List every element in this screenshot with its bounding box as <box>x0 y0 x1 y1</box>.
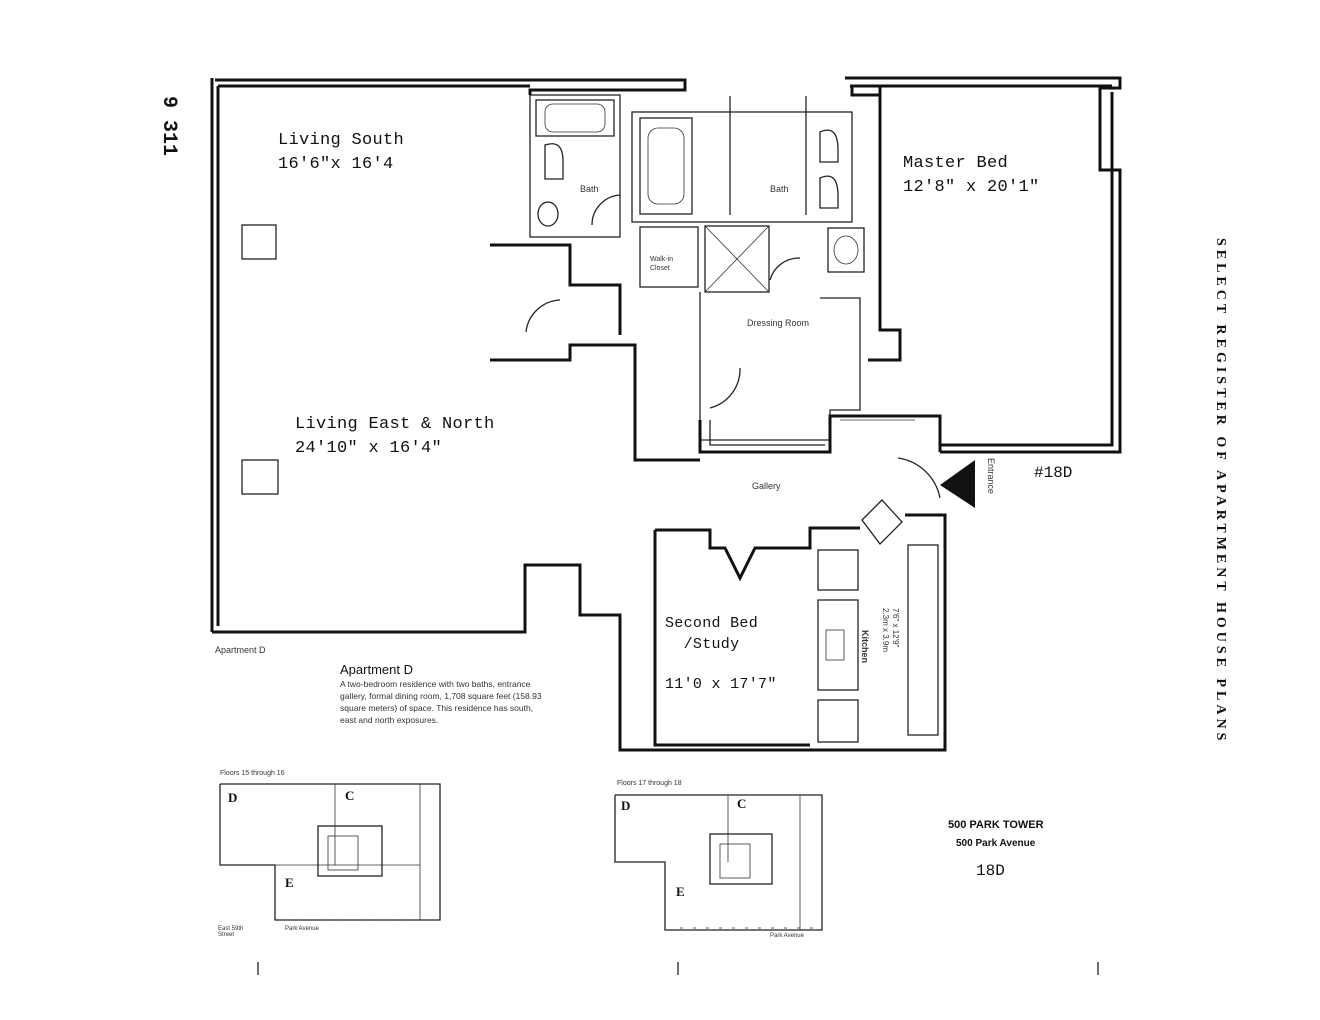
apt-desc-text: A two-bedroom residence with two baths, … <box>340 679 542 725</box>
exterior-walls <box>210 76 1122 668</box>
master-bed-dim: 12'8" x 20'1" <box>903 178 1040 197</box>
bath-2-label: Bath <box>770 184 789 194</box>
apartment-caption: Apartment D <box>215 645 266 655</box>
building-name: 500 PARK TOWER <box>948 819 1044 831</box>
bath-1-walls <box>529 94 621 238</box>
living-south-dim: 16'6"x 16'4 <box>278 155 394 174</box>
key-plan-1 <box>219 783 441 921</box>
key-plan-1-e: E <box>285 875 294 890</box>
bath-1-label: Bath <box>580 184 599 194</box>
key-plan-1-c: C <box>345 788 355 803</box>
kitchen-label: Kitchen <box>860 630 870 664</box>
walk-in-closet-label: Walk-in Closet <box>650 256 674 272</box>
dressing-room-label: Dressing Room <box>747 318 810 328</box>
living-south-name: Living South <box>278 131 405 150</box>
key-plan-2-c: C <box>737 796 747 811</box>
apt-desc-title: Apartment D <box>340 662 413 677</box>
unit-number: 18D <box>976 862 1005 880</box>
living-east-dim: 24'10" x 16'4" <box>295 439 443 458</box>
second-bed-name: Second Bed /Study <box>665 615 759 653</box>
gallery-label: Gallery <box>752 481 781 491</box>
unit-label: #18D <box>1034 464 1073 482</box>
master-bed-name: Master Bed <box>903 154 1009 173</box>
second-bed-walls <box>618 499 947 752</box>
hall-walls <box>490 243 942 462</box>
living-east-name: Living East & North <box>295 415 495 434</box>
master-bed-walls <box>850 86 902 362</box>
key-plan-2 <box>614 794 823 931</box>
side-title: SELECT REGISTER OF APARTMENT HOUSE PLANS <box>1213 238 1228 745</box>
key-plan-2-e: E <box>676 884 685 899</box>
second-bed-dim: 11'0 x 17'7" <box>665 676 777 693</box>
page-number: 9 311 <box>157 96 180 157</box>
bath-2-walls <box>631 96 865 273</box>
key-plan-1-title: Floors 15 through 16 <box>220 770 285 777</box>
entrance-label: Entrance <box>986 458 996 495</box>
kitchen-dim: 7'6" x 12'9" 2.3m x 3.9m <box>881 608 900 653</box>
column-2 <box>241 459 279 495</box>
entrance-door <box>897 457 975 508</box>
key-plan-1-street: Park Avenue <box>285 926 319 932</box>
key-plan-1-d: D <box>228 790 238 805</box>
key-plan-1-side: East 59th Street <box>218 926 244 938</box>
key-plan-2-street: Park Avenue <box>770 933 804 939</box>
building-address: 500 Park Avenue <box>956 838 1036 849</box>
key-plan-2-d: D <box>621 798 631 813</box>
column-1 <box>241 224 277 260</box>
key-plan-2-title: Floors 17 through 18 <box>617 780 682 787</box>
